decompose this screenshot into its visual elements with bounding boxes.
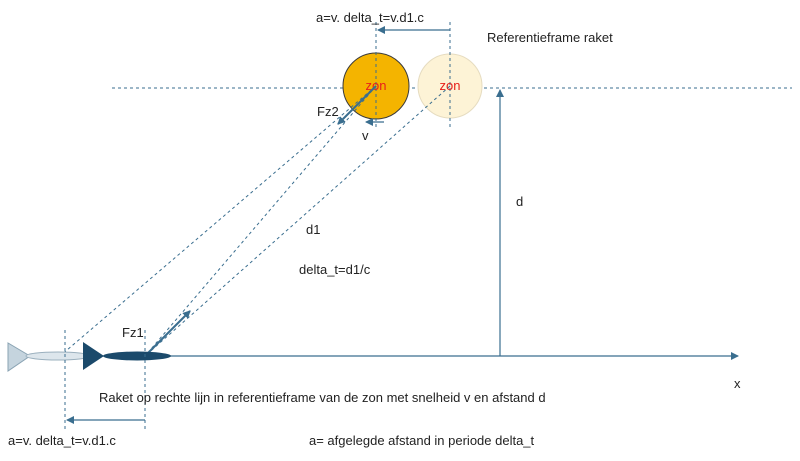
distance-d1-label: d1 (306, 222, 320, 237)
x-axis-label: x (734, 376, 741, 391)
fz1-force-arrow (144, 310, 191, 357)
frame-title: Referentieframe raket (487, 30, 613, 45)
delta-t-formula: delta_t=d1/c (299, 262, 371, 277)
sun-ghost-label: zon (440, 78, 461, 93)
bottom-formula: a=v. delta_t=v.d1.c (8, 433, 116, 448)
top-formula: a=v. delta_t=v.d1.c (316, 10, 424, 25)
sun-label: zon (366, 78, 387, 93)
bottom-note: a= afgelegde afstand in periode delta_t (309, 433, 535, 448)
caption: Raket op rechte lijn in referentieframe … (99, 390, 546, 405)
rocket (83, 342, 171, 370)
velocity-label: v (362, 128, 369, 143)
sightline-dashed-2 (144, 85, 451, 357)
fz1-label: Fz1 (122, 325, 144, 340)
sightline-dashed-1 (59, 85, 377, 357)
distance-d-label: d (516, 194, 523, 209)
fz2-force-arrow (337, 85, 377, 125)
sightline-dashed-3 (144, 85, 377, 357)
fz2-label: Fz2 (317, 104, 339, 119)
rocket-ghost (7, 342, 91, 372)
